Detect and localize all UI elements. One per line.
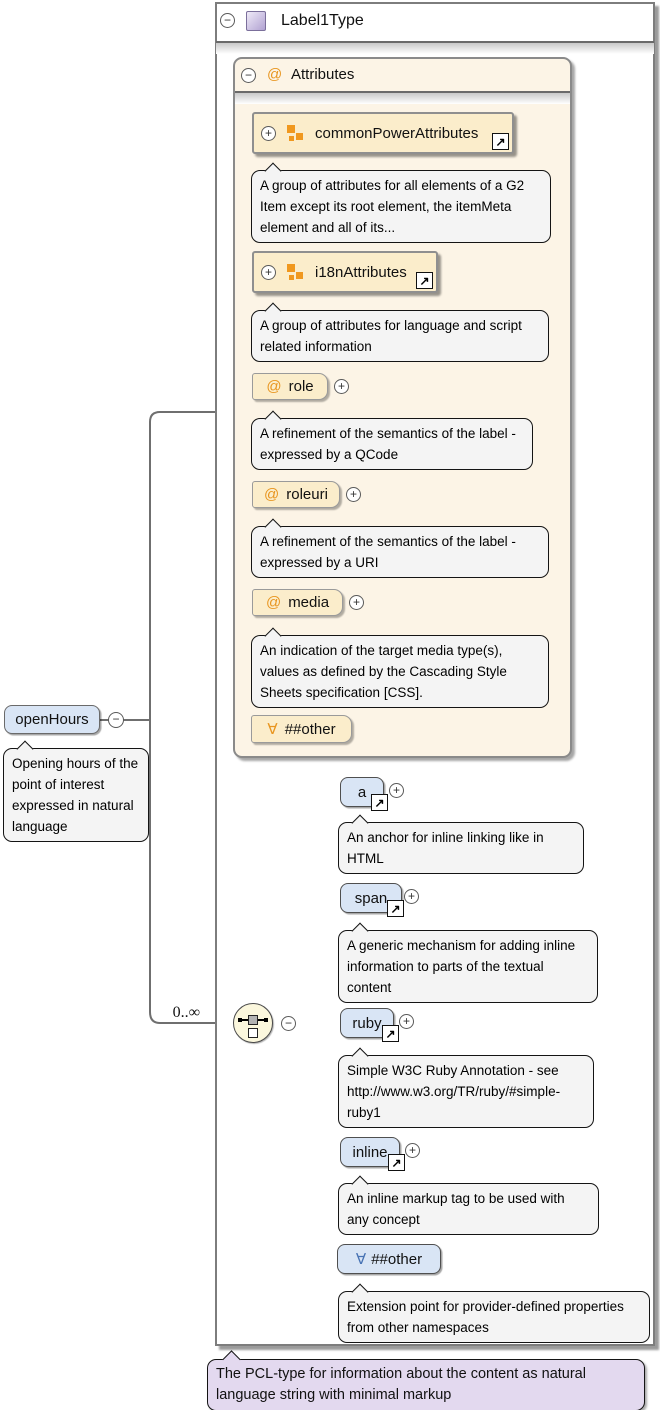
- expand-icon[interactable]: +: [261, 264, 276, 280]
- tooltip-role: A refinement of the semantics of the lab…: [251, 410, 533, 470]
- choice-collapse-button[interactable]: −: [281, 1016, 296, 1031]
- attributes-collapse-button[interactable]: −: [241, 68, 256, 83]
- tooltip-ruby: Simple W3C Ruby Annotation - see http://…: [338, 1047, 594, 1128]
- attributes-divider-shadow: [235, 93, 570, 104]
- tooltip-span: A generic mechanism for adding inline in…: [338, 922, 598, 1003]
- tooltip-text: An anchor for inline linking like in HTM…: [347, 830, 544, 866]
- type-title: Label1Type: [281, 12, 364, 29]
- tooltip-text: An indication of the target media type(s…: [260, 643, 507, 700]
- attribute-label: ##other: [284, 720, 336, 738]
- link-arrow-icon[interactable]: ↗: [371, 794, 388, 811]
- attribute-group-commonpowerattributes[interactable]: + commonPowerAttributes ↗: [252, 112, 514, 154]
- at-icon: @: [267, 66, 283, 83]
- expand-icon[interactable]: +: [404, 889, 419, 904]
- tooltip-text: Extension point for provider-defined pro…: [347, 1299, 624, 1335]
- tooltip-commonpowerattributes: A group of attributes for all elements o…: [251, 162, 551, 243]
- attribute-group-label: commonPowerAttributes: [315, 124, 479, 142]
- expand-icon[interactable]: +: [399, 1014, 414, 1029]
- forall-icon: ∀: [267, 721, 278, 738]
- expand-icon[interactable]: +: [349, 595, 364, 610]
- complex-type-icon: [246, 11, 266, 31]
- type-collapse-button[interactable]: −: [220, 13, 235, 28]
- tooltip-other: Extension point for provider-defined pro…: [338, 1283, 650, 1343]
- choice-compositor-icon[interactable]: [233, 1003, 273, 1043]
- attributes-divider: [235, 91, 570, 93]
- attribute-role[interactable]: @ role: [252, 373, 328, 400]
- link-arrow-icon[interactable]: ↗: [382, 1025, 399, 1042]
- tooltip-text: Opening hours of the point of interest e…: [12, 756, 139, 834]
- note-text: The PCL-type for information about the c…: [216, 1366, 586, 1403]
- attribute-media[interactable]: @ media: [252, 589, 343, 616]
- element-label: span: [354, 889, 388, 907]
- tooltip-text: An inline markup tag to be used with any…: [347, 1191, 565, 1227]
- any-element-other[interactable]: ∀ ##other: [337, 1244, 441, 1274]
- at-icon: @: [266, 378, 282, 395]
- attribute-group-label: i18nAttributes: [315, 263, 407, 281]
- link-arrow-icon[interactable]: ↗: [492, 133, 509, 150]
- openhours-collapse-button[interactable]: −: [108, 712, 124, 728]
- tooltip-text: A generic mechanism for adding inline in…: [347, 938, 576, 995]
- tooltip-text: A refinement of the semantics of the lab…: [260, 426, 516, 462]
- tooltip-text: A group of attributes for language and s…: [260, 318, 522, 354]
- link-arrow-icon[interactable]: ↗: [416, 272, 433, 289]
- element-label: inline: [352, 1143, 388, 1161]
- tooltip-i18nattributes: A group of attributes for language and s…: [251, 302, 549, 362]
- tooltip-text: A group of attributes for all elements o…: [260, 178, 525, 235]
- at-icon: @: [265, 594, 282, 611]
- link-arrow-icon[interactable]: ↗: [388, 1154, 405, 1171]
- at-icon: @: [264, 486, 280, 503]
- forall-icon: ∀: [355, 1251, 367, 1268]
- element-openhours[interactable]: openHours: [4, 705, 100, 734]
- tooltip-media: An indication of the target media type(s…: [251, 627, 549, 708]
- any-attribute-other[interactable]: ∀ ##other: [251, 715, 352, 743]
- element-label: a: [357, 783, 367, 801]
- tooltip-inline: An inline markup tag to be used with any…: [338, 1175, 599, 1235]
- type-annotation-note: The PCL-type for information about the c…: [207, 1350, 645, 1410]
- tooltip-a: An anchor for inline linking like in HTM…: [338, 814, 584, 874]
- tooltip-openhours: Opening hours of the point of interest e…: [3, 740, 149, 842]
- element-label: ##other: [371, 1250, 423, 1268]
- expand-icon[interactable]: +: [405, 1143, 420, 1158]
- link-arrow-icon[interactable]: ↗: [387, 900, 404, 917]
- attributes-title: Attributes: [291, 66, 355, 83]
- attribute-label: media: [288, 594, 330, 611]
- occurrence-label: 0..∞: [172, 1004, 200, 1021]
- expand-icon[interactable]: +: [261, 125, 276, 141]
- attribute-roleuri[interactable]: @ roleuri: [252, 481, 340, 508]
- attribute-group-icon: [287, 125, 303, 141]
- expand-icon[interactable]: +: [334, 379, 349, 394]
- header-divider-shadow: [216, 43, 654, 54]
- tooltip-roleuri: A refinement of the semantics of the lab…: [251, 518, 549, 578]
- attribute-label: role: [288, 378, 314, 395]
- element-label: ruby: [352, 1014, 382, 1032]
- expand-icon[interactable]: +: [346, 487, 361, 502]
- tooltip-text: A refinement of the semantics of the lab…: [260, 534, 516, 570]
- tooltip-text: Simple W3C Ruby Annotation - see http://…: [347, 1063, 561, 1120]
- attribute-label: roleuri: [286, 486, 328, 503]
- element-label: openHours: [15, 711, 89, 728]
- attribute-group-icon: [287, 264, 303, 280]
- attribute-group-i18nattributes[interactable]: + i18nAttributes ↗: [252, 251, 438, 293]
- header-divider: [216, 41, 654, 43]
- expand-icon[interactable]: +: [389, 783, 404, 798]
